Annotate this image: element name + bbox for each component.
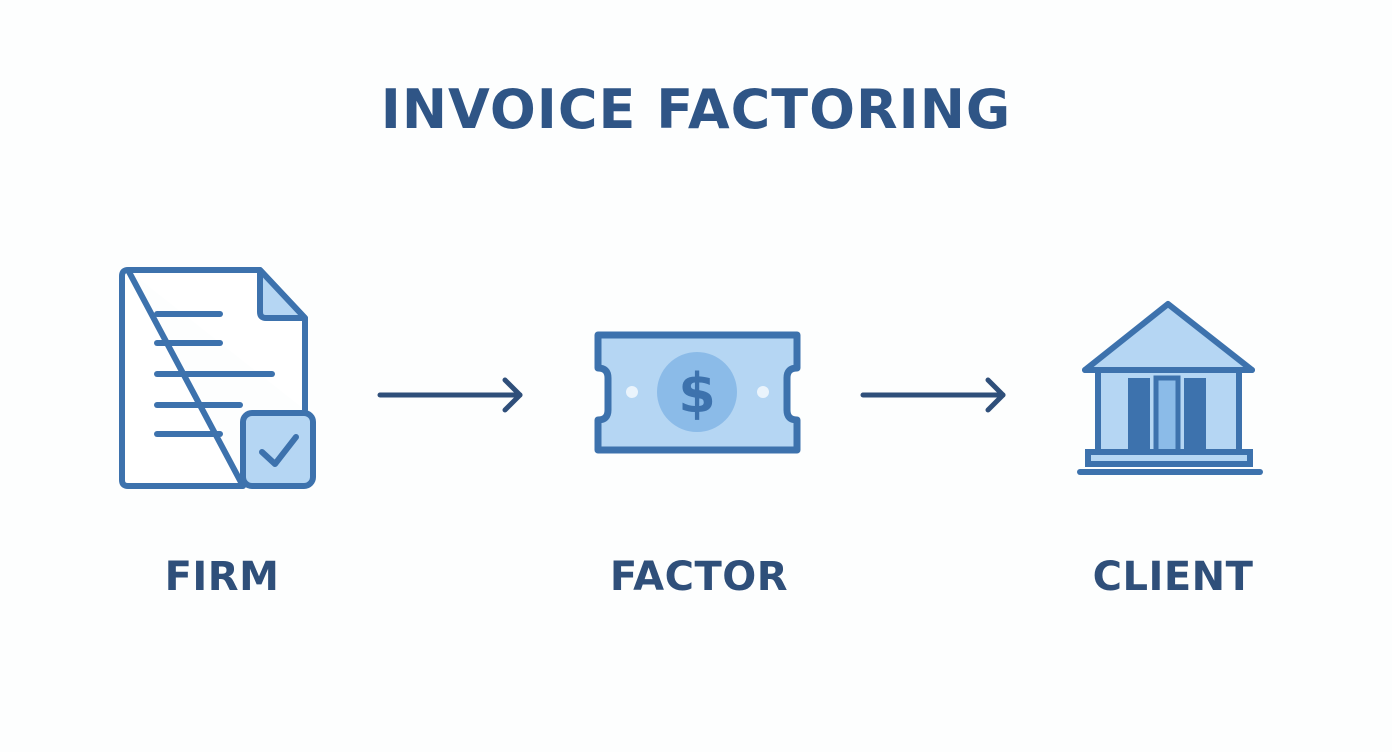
flow-arrow-factor-to-client [860, 377, 1006, 413]
bank-building-icon [1077, 301, 1263, 475]
dollar-bill-icon: $ [594, 331, 801, 454]
svg-text:$: $ [678, 362, 716, 425]
flow-arrow-firm-to-factor [377, 377, 523, 413]
node-label-client: CLIENT [1092, 554, 1254, 600]
node-label-firm: FIRM [164, 554, 280, 600]
invoice-document-check-icon [119, 267, 316, 489]
node-label-factor: FACTOR [609, 554, 789, 600]
diagram-title: INVOICE FACTORING [380, 78, 1012, 141]
